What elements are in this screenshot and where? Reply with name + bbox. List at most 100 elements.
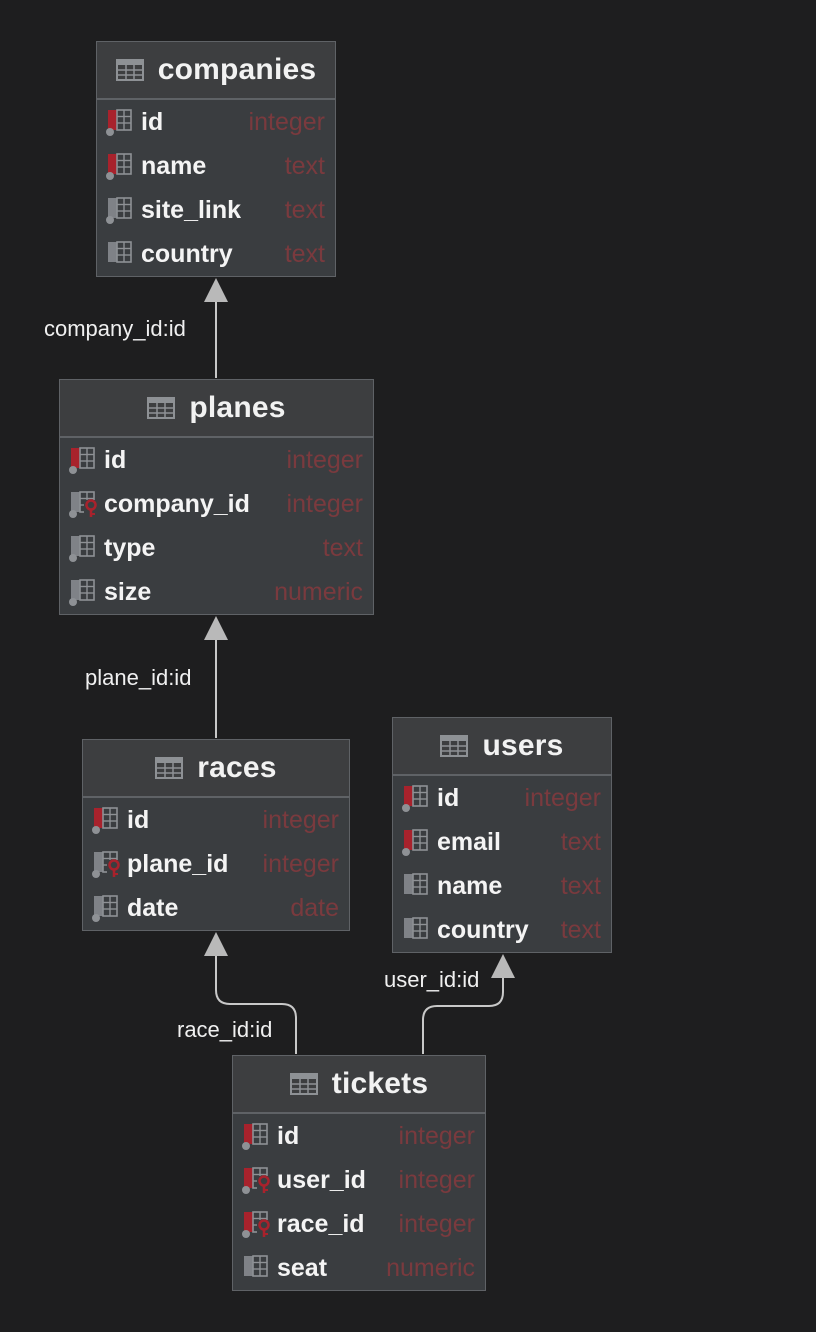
column-name: id [127, 805, 150, 834]
column-row[interactable]: race_id integer [233, 1202, 485, 1246]
column-row[interactable]: seat numeric [233, 1246, 485, 1290]
table-races[interactable]: races id integer plane_id integer date date [82, 739, 350, 931]
column-icon [105, 195, 137, 225]
primary-key-column-icon [241, 1121, 273, 1151]
edge-tickets-races [215, 956, 297, 1054]
foreign-key-column-icon [241, 1165, 273, 1195]
column-row[interactable]: type text [60, 526, 373, 570]
column-name: type [104, 533, 156, 562]
column-type: text [560, 827, 601, 856]
table-header[interactable]: races [83, 740, 349, 798]
table-icon [147, 397, 176, 419]
column-type: text [560, 871, 601, 900]
column-type: integer [398, 1165, 475, 1194]
column-name: country [141, 239, 233, 268]
column-row[interactable]: email text [393, 820, 611, 864]
primary-key-column-icon [401, 827, 433, 857]
column-type: numeric [274, 577, 363, 606]
column-type: integer [286, 489, 363, 518]
column-name: plane_id [127, 849, 229, 878]
table-title: planes [189, 391, 286, 424]
foreign-key-column-icon [241, 1209, 273, 1239]
edge-label-user-id: user_id:id [384, 967, 480, 992]
arrow-to-planes [204, 616, 228, 640]
table-header[interactable]: users [393, 718, 611, 776]
column-name: company_id [104, 489, 250, 518]
column-row[interactable]: size numeric [60, 570, 373, 614]
column-row[interactable]: date date [83, 886, 349, 930]
column-row[interactable]: name text [393, 864, 611, 908]
column-type: numeric [386, 1253, 475, 1282]
table-icon [155, 757, 184, 779]
column-type: text [284, 239, 325, 268]
column-row[interactable]: plane_id integer [83, 842, 349, 886]
column-type: text [284, 151, 325, 180]
column-type: integer [262, 849, 339, 878]
edge-label-company-id: company_id:id [44, 316, 186, 341]
primary-key-column-icon [105, 107, 137, 137]
table-icon [115, 59, 144, 81]
table-title: races [197, 751, 277, 784]
table-icon [440, 735, 469, 757]
column-type: integer [248, 107, 325, 136]
arrow-to-races [204, 932, 228, 956]
column-row[interactable]: id integer [60, 438, 373, 482]
column-type: text [322, 533, 363, 562]
table-title: users [482, 729, 564, 762]
arrow-to-companies [204, 278, 228, 302]
column-name: seat [277, 1253, 328, 1282]
column-icon [68, 533, 100, 563]
foreign-key-column-icon [68, 489, 100, 519]
column-name: size [104, 577, 152, 606]
edge-label-plane-id: plane_id:id [85, 665, 192, 690]
column-row[interactable]: company_id integer [60, 482, 373, 526]
edge-tickets-users [422, 976, 504, 1054]
column-name: date [127, 893, 179, 922]
column-name: id [437, 783, 460, 812]
column-row[interactable]: country text [97, 232, 335, 276]
column-icon [401, 915, 433, 945]
table-planes[interactable]: planes id integer company_id integer type text… [59, 379, 374, 615]
column-type: integer [286, 445, 363, 474]
column-row[interactable]: id integer [83, 798, 349, 842]
column-row[interactable]: user_id integer [233, 1158, 485, 1202]
primary-key-column-icon [91, 805, 123, 835]
table-header[interactable]: planes [60, 380, 373, 438]
table-title: companies [157, 53, 317, 86]
column-type: text [560, 915, 601, 944]
column-type: text [284, 195, 325, 224]
table-header[interactable]: tickets [233, 1056, 485, 1114]
column-type: integer [398, 1209, 475, 1238]
column-name: site_link [141, 195, 242, 224]
column-icon [241, 1253, 273, 1283]
column-icon [105, 239, 137, 269]
column-name: email [437, 827, 501, 856]
column-icon [91, 893, 123, 923]
column-name: user_id [277, 1165, 366, 1194]
table-header[interactable]: companies [97, 42, 335, 100]
column-type: date [290, 893, 339, 922]
arrow-to-users [491, 954, 515, 978]
column-row[interactable]: country text [393, 908, 611, 952]
column-name: id [104, 445, 127, 474]
column-name: id [141, 107, 164, 136]
column-name: name [141, 151, 207, 180]
column-row[interactable]: site_link text [97, 188, 335, 232]
column-row[interactable]: name text [97, 144, 335, 188]
edge-label-race-id: race_id:id [177, 1017, 273, 1042]
primary-key-column-icon [68, 445, 100, 475]
column-row[interactable]: id integer [97, 100, 335, 144]
primary-key-column-icon [105, 151, 137, 181]
column-type: integer [262, 805, 339, 834]
table-title: tickets [331, 1067, 429, 1100]
column-name: country [437, 915, 529, 944]
column-name: race_id [277, 1209, 365, 1238]
column-name: name [437, 871, 503, 900]
foreign-key-column-icon [91, 849, 123, 879]
